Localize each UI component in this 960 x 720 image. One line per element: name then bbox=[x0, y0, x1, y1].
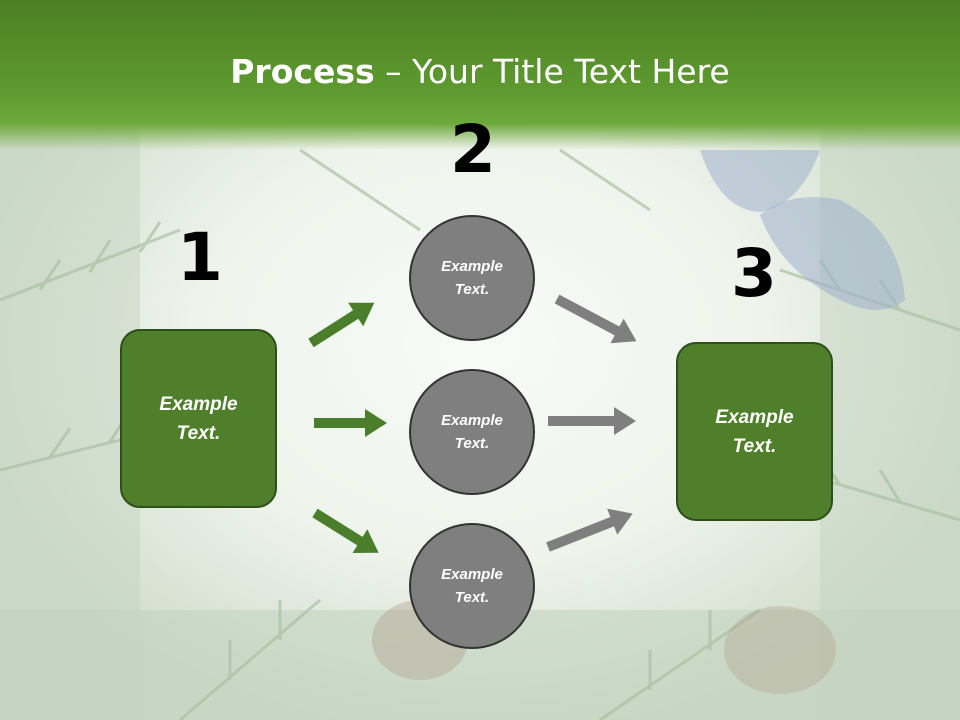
circle-middle-text: Example Text. bbox=[441, 412, 503, 452]
title-bold: Process bbox=[230, 52, 375, 91]
title-bar bbox=[0, 0, 960, 150]
step-3-box: Example Text. bbox=[676, 342, 833, 521]
step-number-1: 1 bbox=[177, 219, 223, 296]
step-number-2: 2 bbox=[450, 111, 496, 188]
step-3-text: Example Text. bbox=[715, 406, 794, 457]
step-2-circle-top: Example Text. bbox=[409, 215, 535, 341]
step-1-box: Example Text. bbox=[120, 329, 277, 508]
circle-top-text: Example Text. bbox=[441, 258, 503, 298]
arrow-green-right bbox=[314, 409, 387, 437]
arrow-green-up bbox=[308, 302, 375, 348]
step-2-circle-bottom: Example Text. bbox=[409, 523, 535, 649]
arrow-gray-right bbox=[548, 407, 636, 435]
step-2-circle-middle: Example Text. bbox=[409, 369, 535, 495]
slide-title: Process – Your Title Text Here bbox=[0, 52, 960, 91]
step-number-3: 3 bbox=[731, 235, 777, 312]
arrow-gray-up bbox=[546, 508, 633, 552]
arrow-gray-down bbox=[554, 294, 637, 344]
step-1-text: Example Text. bbox=[159, 393, 238, 444]
circle-bottom-text: Example Text. bbox=[441, 566, 503, 606]
arrow-green-down bbox=[312, 508, 379, 553]
title-rest: – Your Title Text Here bbox=[374, 52, 730, 91]
